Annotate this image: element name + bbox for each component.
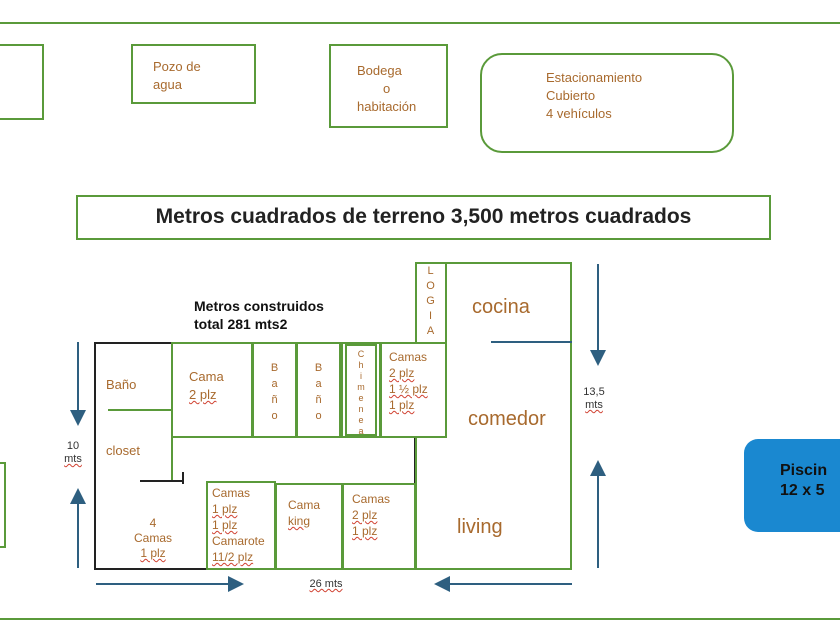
cocina-label: cocina (472, 296, 530, 318)
wall-closet-tick (182, 472, 184, 484)
kitchen-bottom-line (491, 341, 572, 343)
estacionamiento-line-1: Estacionamiento (546, 70, 643, 85)
pozo-de-agua-box: Pozo de agua (131, 44, 256, 104)
wall-bano-bottom (108, 409, 173, 411)
frame-bottom-line (0, 618, 840, 620)
piscina-line-2: 12 x 5 (780, 482, 825, 499)
bodega-box: Bodega o habitación (329, 44, 448, 128)
estacionamiento-line-3: 4 vehículos (546, 106, 612, 121)
terrain-title: Metros cuadrados de terreno 3,500 metros… (155, 205, 692, 228)
bodega-line-2: o (383, 81, 391, 96)
bano-room-2: B a ñ o (252, 342, 297, 438)
logia-label: L O G I A (426, 265, 435, 337)
terrain-title-box: Metros cuadrados de terreno 3,500 metros… (76, 195, 771, 240)
pozo-line-2: agua (153, 77, 182, 92)
left-edge-box-bottom (0, 462, 6, 548)
bodega-line-3: habitación (357, 99, 417, 114)
piscina-line-1: Piscin (780, 462, 828, 479)
estacionamiento-line-2: Cubierto (546, 88, 596, 103)
bodega-line-1: Bodega (357, 63, 402, 78)
camas-room-right: Camas 2 plz 1 ½ plz 1 plz (380, 342, 447, 438)
construidos-label: Metros construidos total 281 mts2 (194, 298, 324, 332)
closet-label: closet (106, 443, 140, 458)
comedor-label: comedor (468, 408, 546, 430)
chimenea-inner: C h i m e n e a (345, 344, 377, 436)
cama-room: Cama 2 plz (171, 342, 253, 438)
camas-room-bottom: Camas 1 plz 1 plz Camarote 11/2 plz (206, 481, 276, 570)
bano-room-3: B a ñ o (296, 342, 341, 438)
left-edge-box (0, 44, 44, 120)
wall-closet-bottom (140, 480, 184, 482)
bottom-dimension: 26 mts (309, 578, 343, 590)
camas-2-room: Camas 2 plz 1 plz (342, 483, 416, 570)
cama-king-room: Cama king (275, 483, 343, 570)
living-label: living (457, 516, 503, 538)
bano-label: Baño (106, 377, 137, 392)
frame-top-line (0, 22, 840, 24)
estacionamiento-box: Estacionamiento Cubierto 4 vehículos (480, 53, 734, 153)
pozo-line-1: Pozo de (153, 59, 201, 74)
left-dimension: 10 mts (64, 440, 82, 465)
logia-divider (445, 262, 447, 342)
piscina-box: Piscin 12 x 5 (744, 439, 840, 532)
right-dimension: 13,5 mts (583, 386, 605, 411)
camas-4-label: 4 Camas 1 plz (133, 516, 172, 560)
